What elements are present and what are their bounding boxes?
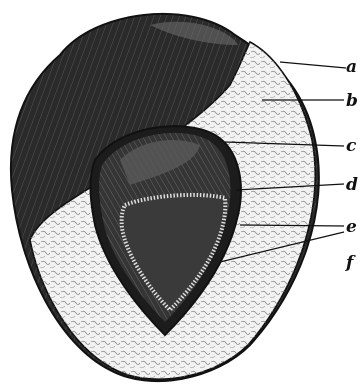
label-f: f xyxy=(345,253,356,273)
label-b: b xyxy=(346,91,358,111)
label-a: a xyxy=(346,57,357,77)
leader-a xyxy=(280,62,346,68)
label-e: e xyxy=(346,217,357,237)
label-d: d xyxy=(346,175,358,195)
label-c: c xyxy=(346,136,357,156)
